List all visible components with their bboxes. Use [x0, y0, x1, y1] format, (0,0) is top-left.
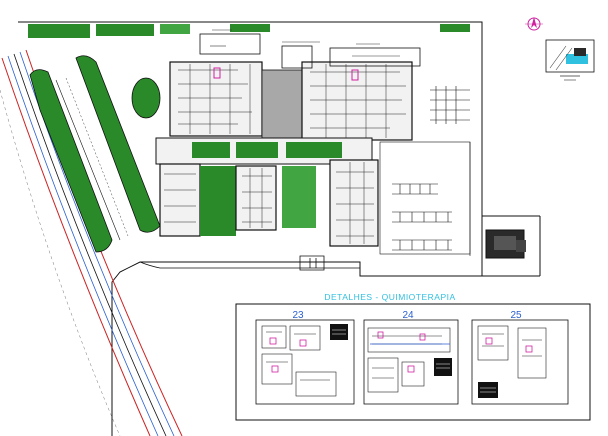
- panel-number-24: 24: [402, 310, 414, 321]
- site-boundary: [18, 21, 541, 436]
- details-title: DETALHES - QUIMIOTERAPIA: [324, 292, 455, 302]
- north-arrow-icon: [525, 17, 543, 31]
- location-map-icon: [545, 39, 595, 81]
- detail-panel-24: 24: [363, 310, 459, 405]
- panel-number-25: 25: [510, 310, 522, 321]
- hospital-building: [155, 29, 421, 247]
- top-hedge: [28, 24, 470, 38]
- parking-lot: [379, 86, 471, 256]
- annex-building: [485, 229, 526, 259]
- panel-number-23: 23: [292, 310, 304, 321]
- details-frame: DETALHES - QUIMIOTERAPIA 23 24: [235, 292, 591, 421]
- detail-panel-25: 25: [471, 310, 569, 405]
- entrance-road: [139, 255, 360, 271]
- detail-panel-23: 23: [255, 310, 355, 405]
